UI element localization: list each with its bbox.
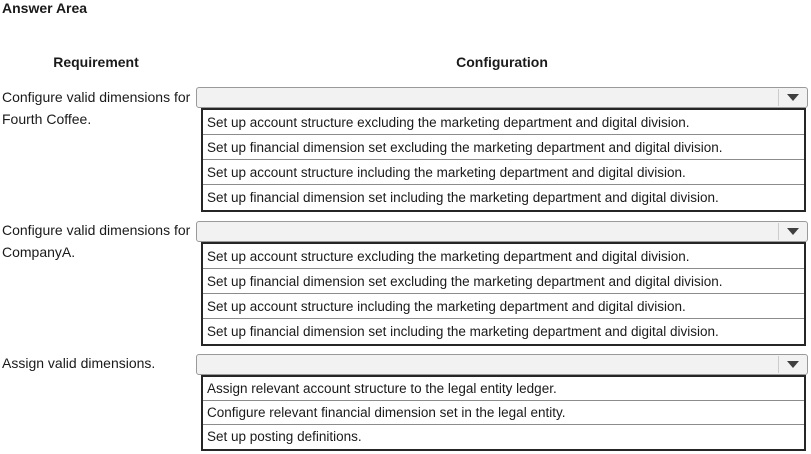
configuration-column-header: Configuration <box>456 54 548 70</box>
assign-dimensions-options-list: Assign relevant account structure to the… <box>201 375 806 451</box>
fourth-coffee-dropdown[interactable] <box>196 87 808 108</box>
option-item[interactable]: Set up account structure excluding the m… <box>203 244 804 269</box>
option-item[interactable]: Assign relevant account structure to the… <box>203 377 804 401</box>
option-item[interactable]: Set up account structure excluding the m… <box>203 110 804 135</box>
requirement-label-companya: Configure valid dimensions for CompanyA. <box>2 222 191 260</box>
answer-area-title: Answer Area <box>2 0 88 16</box>
requirement-label-assign-dimensions: Assign valid dimensions. <box>2 355 156 371</box>
option-item[interactable]: Set up financial dimension set excluding… <box>203 135 804 160</box>
option-item[interactable]: Set up account structure including the m… <box>203 294 804 319</box>
chevron-down-icon <box>786 228 799 235</box>
dropdown-arrow-button[interactable] <box>778 223 806 240</box>
requirement-label-fourth-coffee: Configure valid dimensions for Fourth Co… <box>2 89 191 127</box>
option-item[interactable]: Set up posting definitions. <box>207 429 362 444</box>
companya-dropdown[interactable] <box>196 221 808 242</box>
fourth-coffee-options-list: Set up account structure excluding the m… <box>201 108 806 212</box>
dropdown-arrow-button[interactable] <box>778 356 806 373</box>
chevron-down-icon <box>786 94 799 101</box>
option-item[interactable]: Set up financial dimension set including… <box>207 190 719 205</box>
assign-dimensions-dropdown[interactable] <box>196 354 808 375</box>
option-item[interactable]: Set up account structure including the m… <box>203 160 804 185</box>
companya-options-list: Set up account structure excluding the m… <box>201 242 806 346</box>
chevron-down-icon <box>786 361 799 368</box>
option-item[interactable]: Configure relevant financial dimension s… <box>203 401 804 425</box>
dropdown-arrow-button[interactable] <box>778 89 806 106</box>
option-item[interactable]: Set up financial dimension set excluding… <box>203 269 804 294</box>
requirement-column-header: Requirement <box>53 54 139 70</box>
option-item[interactable]: Set up financial dimension set including… <box>207 324 719 339</box>
